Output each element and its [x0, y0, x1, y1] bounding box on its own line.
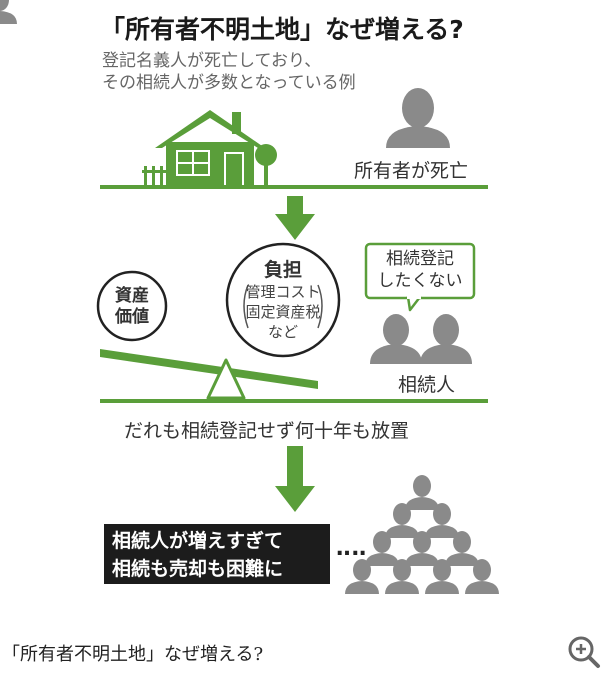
image-caption: 「所有者不明土地」なぜ増える? [2, 644, 264, 665]
subtitle-line-1: 登記名義人が死亡しており、 [102, 51, 322, 71]
down-arrow-icon-2 [275, 446, 315, 512]
asset-value-circle [96, 270, 168, 342]
seesaw [100, 349, 318, 400]
tree-icon [255, 144, 277, 186]
speech-line-2: したくない [377, 271, 463, 291]
asset-value-line-2: 価値 [115, 307, 149, 327]
speech-line-1: 相続登記 [386, 249, 454, 269]
result-line-2: 相続も売却も困難に [112, 558, 284, 580]
ellipsis: ‥‥ [336, 536, 368, 561]
zoom-in-icon[interactable] [566, 634, 602, 670]
neglect-text: だれも相続登記せず何十年も放置 [124, 420, 410, 442]
speech-text: 相続登記 したくない [366, 248, 474, 292]
burden-text: 負担 管理コスト 固定資産税 など [236, 258, 330, 342]
burden-item-3: など [267, 323, 298, 341]
asset-value-line-1: 資産 [115, 286, 149, 306]
down-arrow-icon-1 [275, 196, 315, 240]
heirs-label: 相続人 [398, 374, 456, 396]
crowd-of-heirs-icon [0, 0, 499, 594]
result-line-1: 相続人が増えすぎて [112, 530, 284, 552]
ground-line-middle [100, 399, 488, 403]
asset-value-text: 資産 価値 [106, 286, 158, 328]
burden-circle [225, 242, 341, 358]
heirs-icon [370, 314, 472, 364]
subtitle-line-2: その相続人が多数となっている例 [102, 73, 356, 93]
deceased-owner-icon [386, 88, 450, 148]
burden-heading: 負担 [263, 259, 302, 281]
burden-item-1: 管理コスト [245, 283, 321, 301]
result-box: 相続人が増えすぎて 相続も売却も困難に [104, 524, 330, 584]
diagram-title: 「所有者不明土地」なぜ増える? [100, 15, 464, 44]
speech-bubble [364, 242, 476, 312]
diagram-graphics [0, 0, 499, 594]
ground-line-top [100, 185, 488, 189]
owner-died-label: 所有者が死亡 [354, 160, 469, 182]
house-icon [142, 110, 265, 186]
burden-item-2: 固定資産税 [245, 303, 321, 321]
